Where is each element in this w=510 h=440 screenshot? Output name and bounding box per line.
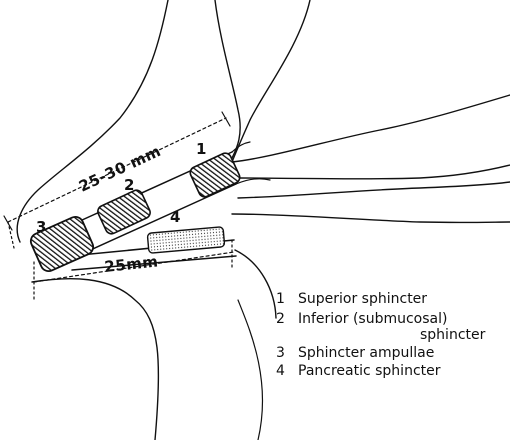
legend-text-2b: sphincter (420, 327, 486, 343)
legend-num-1: 1 (276, 291, 285, 307)
dimension-label-upper: 25-30 mm (76, 142, 164, 196)
legend-num-2: 2 (276, 311, 285, 327)
part-number-1: 1 (196, 140, 206, 158)
legend-text-1: Superior sphincter (298, 291, 427, 307)
dimension-label-lower: 25mm (104, 252, 160, 276)
legend-num-3: 3 (276, 345, 285, 361)
legend-text-2: Inferior (submucosal) (298, 311, 447, 327)
part-number-3: 3 (36, 218, 46, 236)
pancreatic-sphincter (147, 227, 224, 254)
part-number-4: 4 (170, 208, 180, 226)
legend: 1 Superior sphincter 2 Inferior (submuco… (276, 291, 486, 379)
part-number-2: 2 (124, 176, 134, 194)
inferior-sphincter (96, 188, 152, 235)
legend-text-3: Sphincter ampullae (298, 345, 434, 361)
legend-num-4: 4 (276, 363, 285, 379)
legend-text-4: Pancreatic sphincter (298, 363, 441, 379)
